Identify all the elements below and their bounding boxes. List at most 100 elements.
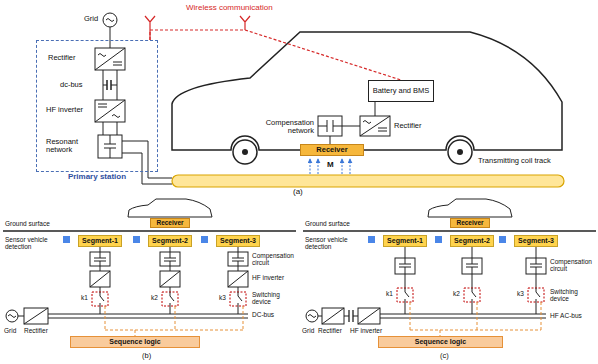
label: k1 (81, 294, 88, 301)
switch-symbol (405, 288, 540, 302)
wheel (448, 140, 472, 164)
node-text: Battery and BMS (373, 87, 430, 95)
node-text: Sequence logic (415, 338, 466, 346)
sequence-logic-bar: Sequence logic (70, 336, 200, 348)
vehicle-outline (128, 199, 212, 217)
converter-glyphs (360, 116, 390, 136)
label: Rectifier (394, 122, 422, 130)
receiver-pad: Receiver (300, 144, 364, 156)
node-text: Receiver (456, 219, 483, 226)
antenna-symbol (145, 16, 250, 40)
node-text: Receiver (316, 146, 347, 154)
edge-label: Wireless communication (185, 4, 274, 13)
capacitor-symbol (94, 252, 244, 266)
wheel-hub (457, 149, 463, 155)
vehicle-outline (172, 32, 562, 150)
label: Sensor vehicle detection (5, 236, 61, 250)
label: (b) (142, 352, 151, 360)
label: Grid (4, 327, 16, 334)
node-text: Receiver (156, 219, 183, 226)
switch-symbol (100, 292, 242, 306)
converter-glyphs (90, 271, 248, 287)
node-text: Segment-2 (454, 237, 490, 245)
wheel (233, 140, 257, 164)
label: Switching device (550, 288, 596, 302)
converter-glyphs (95, 48, 125, 158)
receiver-pad: Receiver (150, 218, 190, 228)
node-text: Segment-1 (387, 237, 423, 245)
label: DC-bus (252, 311, 274, 318)
node-text: Segment-1 (82, 237, 118, 245)
label: M (326, 161, 335, 170)
node-text: Sequence logic (109, 338, 160, 346)
control-line (105, 306, 243, 336)
coil-segment: Segment-3 (216, 235, 260, 247)
battery-box: Battery and BMS (368, 80, 434, 102)
label: Ground surface (5, 220, 50, 227)
label: k1 (386, 290, 393, 297)
wireless-link (150, 30, 401, 80)
grid-source (306, 310, 318, 322)
node-text: Primary station (37, 173, 157, 182)
coil-segment: Segment-2 (148, 235, 192, 247)
control-line (410, 302, 541, 336)
label: Rectifier (48, 54, 76, 62)
label: Grid (84, 15, 98, 23)
label: dc-bus (60, 81, 83, 89)
ground-line (303, 230, 596, 232)
rectifier-symbol (360, 116, 390, 136)
field-arrow (342, 159, 343, 174)
label: Switching device (252, 291, 298, 305)
grid-source (103, 13, 117, 27)
coil-segment: Segment-1 (383, 235, 427, 247)
grid-source (6, 310, 18, 322)
node-text: Segment-2 (152, 237, 188, 245)
label: Compensation circuit (550, 258, 596, 272)
coil-segment: Segment-2 (450, 235, 494, 247)
label: Compensation network (262, 119, 314, 136)
ac-bus-wire (318, 247, 546, 318)
label: k2 (453, 290, 460, 297)
ground-line (3, 230, 296, 232)
label: (a) (293, 188, 303, 197)
coil-track (172, 175, 564, 187)
sensor (499, 236, 506, 243)
compensation-symbol (318, 116, 342, 136)
label: Grid (302, 327, 314, 334)
label: HF inverter (46, 106, 83, 114)
label: k3 (219, 294, 226, 301)
field-arrow (350, 159, 351, 174)
label: k3 (517, 290, 524, 297)
capacitor-symbol (318, 120, 342, 132)
sensor (435, 236, 442, 243)
node-text: Segment-3 (518, 237, 554, 245)
label: HF inverter (350, 327, 382, 334)
sine-symbol (106, 19, 114, 22)
receiver-pad: Receiver (450, 218, 490, 228)
sensor (63, 236, 70, 243)
label: Compensation circuit (252, 252, 298, 266)
rectifier-symbol (24, 308, 48, 324)
label: HF inverter (252, 274, 284, 281)
capacitor-symbol (107, 80, 111, 90)
sensor (368, 236, 375, 243)
label: Sensor vehicle detection (305, 236, 361, 250)
dc-bus-wire (18, 247, 248, 318)
label: Rectifier (24, 327, 48, 334)
field-arrow (310, 159, 311, 174)
sensor (201, 236, 208, 243)
capacitor-symbol (399, 258, 542, 274)
field-arrow (318, 159, 319, 174)
converter-glyphs (322, 308, 380, 324)
sine-symbol (8, 315, 16, 318)
label: (c) (440, 352, 449, 360)
converter-glyphs (24, 308, 48, 324)
coil-segment: Segment-3 (514, 235, 558, 247)
sine-symbol (308, 315, 316, 318)
label: k2 (151, 294, 158, 301)
